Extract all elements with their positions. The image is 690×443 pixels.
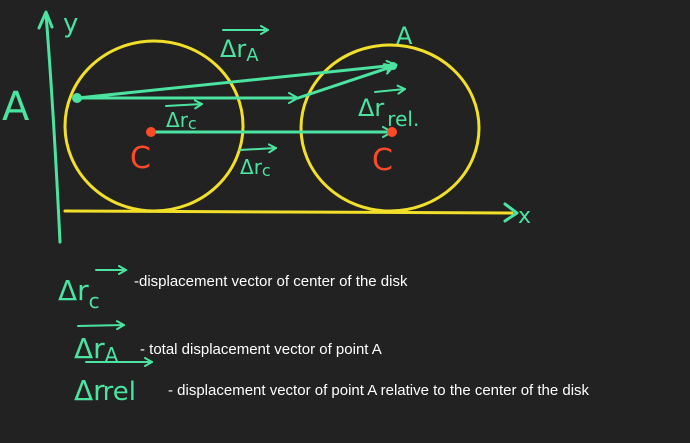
disk-final bbox=[299, 43, 481, 213]
legend-symbol-r-rel: Δrrel bbox=[74, 357, 153, 407]
vector-r-rel-delta: Δ bbox=[358, 94, 375, 122]
legend-symbol-r-c: Δrc bbox=[58, 265, 127, 313]
vector-r-a-delta: Δ bbox=[220, 35, 237, 63]
label-a-left: A bbox=[2, 84, 30, 130]
legend-symbol-r-a: ΔrA bbox=[74, 320, 125, 367]
vector-label-r-a: ΔrA bbox=[220, 25, 269, 66]
vector-r-c-upper-symbol: r bbox=[180, 108, 189, 132]
vector-r-c-lower-symbol: r bbox=[254, 155, 263, 179]
svg-text:Δrrel: Δrrel bbox=[74, 374, 136, 407]
label-a-right: A bbox=[396, 22, 413, 50]
vector-r-rel-line bbox=[296, 63, 396, 100]
svg-text:Δrc: Δrc bbox=[58, 274, 100, 313]
vector-r-c-upper-subscript: c bbox=[188, 114, 197, 133]
vector-r-c-lower-subscript: c bbox=[262, 161, 271, 180]
legend-text-r-rel: - displacement vector of point A relativ… bbox=[168, 382, 590, 399]
vector-label-r-c-upper: Δrc bbox=[165, 99, 203, 133]
svg-text:Δrrel.: Δrrel. bbox=[358, 94, 419, 131]
legend-text-r-c: -displacement vector of center of the di… bbox=[134, 273, 408, 290]
x-axis-arrowhead bbox=[503, 202, 519, 223]
vector-r-c-upper-delta: Δ bbox=[166, 108, 180, 132]
label-c-right: C bbox=[372, 143, 393, 178]
vector-r-c-lower-delta: Δ bbox=[240, 155, 254, 179]
vector-r-rel-symbol: r bbox=[374, 94, 384, 122]
point-a-final bbox=[389, 62, 397, 70]
point-a-initial bbox=[72, 93, 82, 103]
ground-line bbox=[63, 209, 514, 215]
vector-r-rel-subscript: rel. bbox=[387, 107, 419, 131]
disk-initial bbox=[63, 39, 245, 213]
y-axis bbox=[44, 12, 62, 244]
svg-text:Δrc: Δrc bbox=[240, 155, 271, 180]
legend-text-r-a: - total displacement vector of point A bbox=[140, 341, 382, 358]
svg-text:Δrc: Δrc bbox=[166, 108, 197, 133]
vector-r-a-line bbox=[76, 59, 398, 100]
center-final bbox=[387, 127, 397, 137]
vector-r-a-symbol: r bbox=[236, 35, 246, 63]
vector-label-r-c-lower: Δrc bbox=[239, 143, 277, 180]
center-initial bbox=[146, 127, 156, 137]
label-c-left: C bbox=[130, 141, 151, 176]
svg-text:ΔrA: ΔrA bbox=[220, 35, 259, 66]
y-axis-arrowhead bbox=[37, 10, 54, 30]
x-axis-label: x bbox=[518, 204, 531, 229]
vector-r-a-subscript: A bbox=[246, 45, 259, 66]
y-axis-label: y bbox=[63, 9, 78, 39]
